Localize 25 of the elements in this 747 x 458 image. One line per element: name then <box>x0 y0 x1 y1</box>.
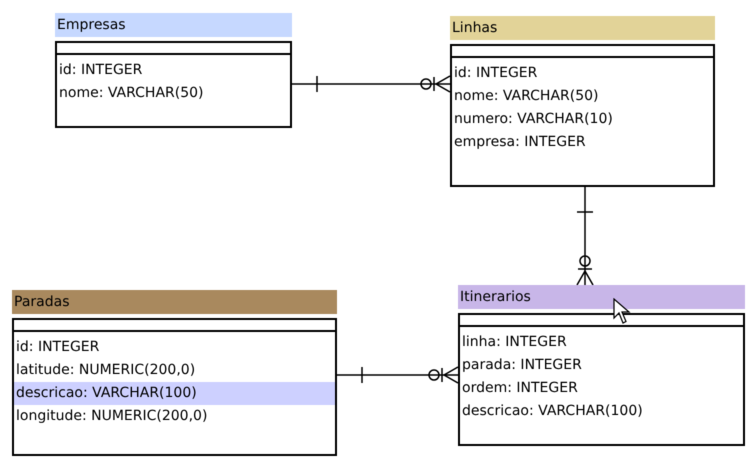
table-title: Paradas <box>12 290 337 314</box>
table-title: Itinerarios <box>458 285 745 309</box>
field-name: linha: INTEGER <box>461 333 568 352</box>
field-name: ordem: INTEGER <box>461 379 579 398</box>
field-name: latitude: NUMERIC(200,0) <box>15 361 196 380</box>
entity-table <box>450 16 715 187</box>
entity-table <box>55 13 292 128</box>
field-name: id: INTEGER <box>58 61 144 80</box>
field-name: nome: VARCHAR(50) <box>58 84 204 103</box>
field-name: empresa: INTEGER <box>453 133 587 152</box>
table-title: Linhas <box>450 16 715 40</box>
field-name: nome: VARCHAR(50) <box>453 87 600 106</box>
entity-table <box>458 285 745 446</box>
relationship-line <box>576 187 594 286</box>
relationship-line <box>292 75 451 93</box>
field-name: id: INTEGER <box>15 338 100 357</box>
field-name: longitude: NUMERIC(200,0) <box>15 407 208 426</box>
entity-table <box>12 290 337 456</box>
table-title: Empresas <box>55 13 292 37</box>
relationship-line <box>337 366 459 384</box>
field-name: descricao: VARCHAR(100) <box>461 402 644 421</box>
selected-field-name: descricao: VARCHAR(100) <box>14 382 335 405</box>
field-name: numero: VARCHAR(10) <box>453 110 614 129</box>
field-name: parada: INTEGER <box>461 356 583 375</box>
field-name: id: INTEGER <box>453 64 538 83</box>
